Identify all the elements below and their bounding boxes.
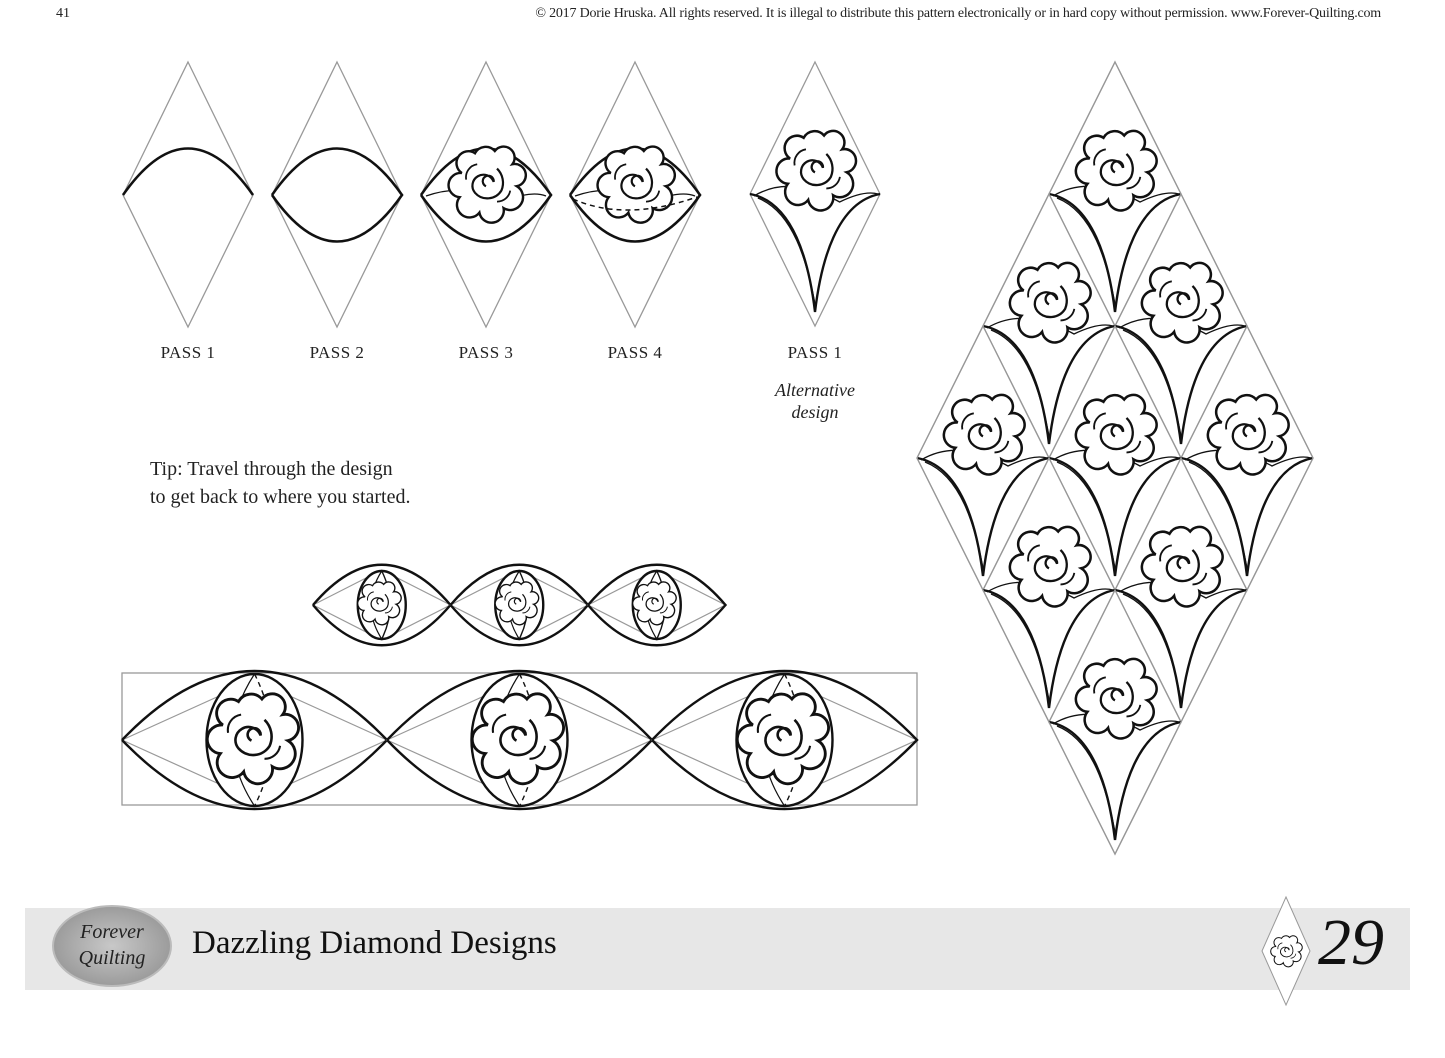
pass-1-alt-diagram [750, 62, 880, 326]
alt-pass-1-label: PASS 1 [787, 343, 843, 362]
small-border-row [311, 563, 728, 647]
footer-band [25, 908, 1410, 990]
footer-page-number: 29 [1318, 906, 1384, 979]
eye-motif [385, 669, 654, 811]
tip-text: Tip: Travel through the design to get bac… [150, 455, 410, 511]
alt-line-2: design [791, 402, 839, 422]
copyright-notice: © 2017 Dorie Hruska. All rights reserved… [535, 6, 1381, 21]
pass-1-label: PASS 1 [160, 343, 216, 362]
pass-3-diagram [419, 60, 553, 329]
tip-line-1: Tip: Travel through the design [150, 458, 393, 480]
pass-4-diagram [568, 60, 702, 329]
logo-line-1: Forever [80, 921, 144, 943]
pass-3-label: PASS 3 [458, 343, 514, 362]
logo-line-2: Quilting [78, 947, 146, 969]
rose-diamond-icon [1261, 895, 1311, 1007]
alt-line-1: Alternative [775, 380, 855, 400]
tip-line-2: to get back to where you started. [150, 486, 411, 508]
large-border-row [120, 669, 919, 811]
eye-motif [311, 563, 453, 647]
eye-motif [120, 669, 389, 811]
pass-4-label: PASS 4 [607, 343, 663, 362]
eye-motif [650, 669, 919, 811]
page-number-top: 41 [56, 6, 70, 21]
pass-1-diagram [121, 60, 255, 329]
eye-motif [449, 563, 590, 647]
pass-2-diagram [270, 60, 404, 329]
pass-2-label: PASS 2 [309, 343, 365, 362]
diamond-lattice [917, 62, 1313, 854]
footer-title: Dazzling Diamond Designs [192, 925, 557, 961]
eye-motif [586, 563, 728, 647]
